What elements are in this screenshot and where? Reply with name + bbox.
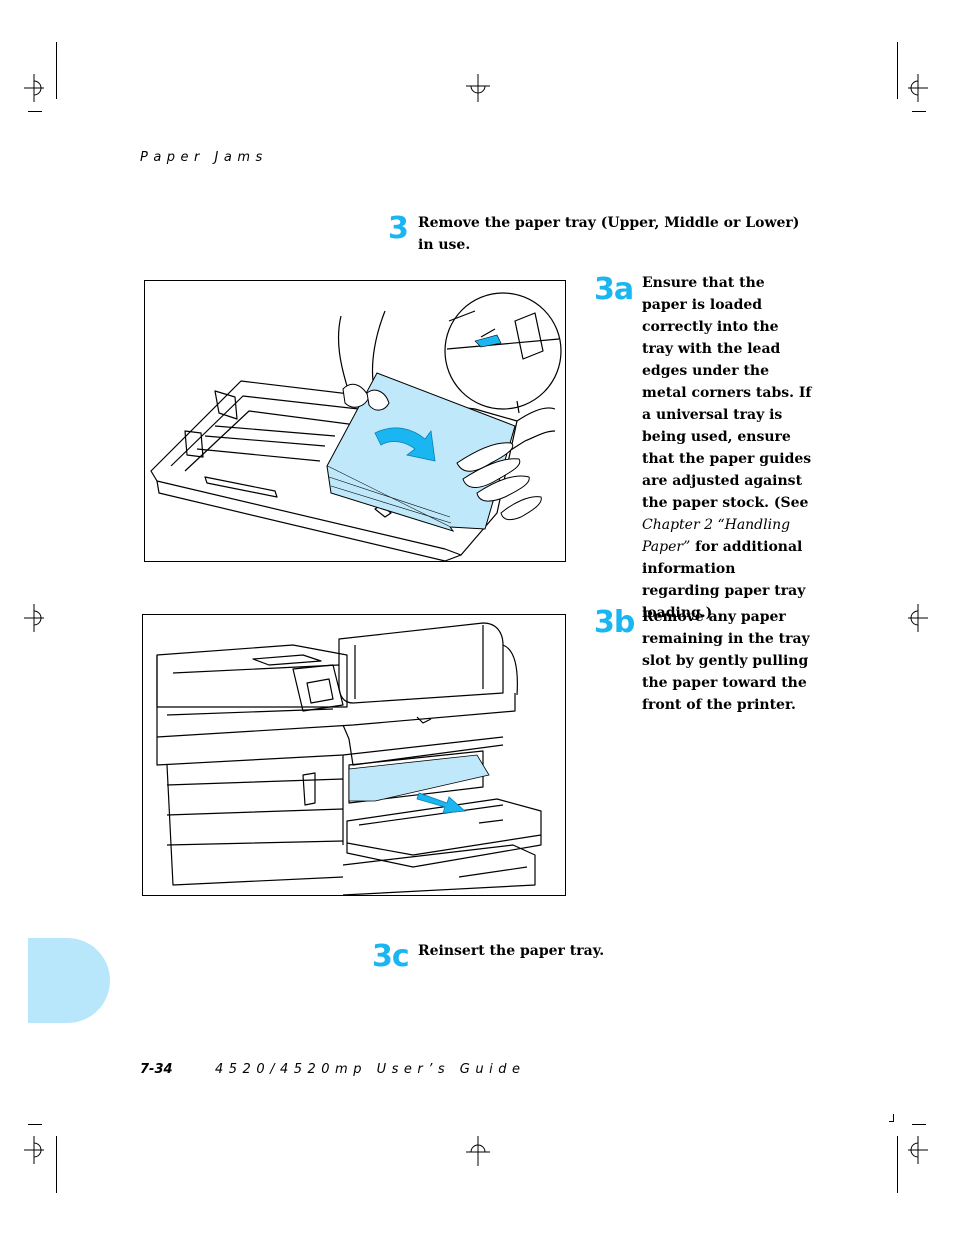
step-number: 3b	[594, 605, 635, 640]
crop-mark	[912, 111, 926, 112]
running-head: Paper Jams	[140, 150, 268, 165]
crop-mark	[897, 42, 898, 99]
chapter-tab	[28, 938, 110, 1023]
step-number: 3a	[594, 272, 634, 307]
registration-mark-icon	[24, 74, 44, 102]
chapter-reference: Chapter 2 “Handling Paper”	[642, 517, 791, 555]
step-number: 3c	[372, 939, 410, 974]
step-text-part: for additional information regarding pap…	[642, 539, 806, 621]
registration-mark-icon	[908, 1136, 928, 1164]
crop-mark	[912, 1124, 926, 1125]
step-text-part: Ensure that the paper is loaded correctl…	[642, 275, 812, 511]
printer-illustration	[142, 614, 566, 896]
crop-mark	[28, 1124, 42, 1125]
registration-mark-icon	[24, 1136, 44, 1164]
registration-mark-icon	[908, 604, 928, 632]
crop-mark	[28, 111, 42, 112]
step-text: Ensure that the paper is loaded correctl…	[642, 272, 814, 624]
guide-title: 4520/4520mp User’s Guide	[215, 1062, 526, 1077]
crop-mark	[893, 1114, 894, 1122]
registration-mark-icon	[908, 74, 928, 102]
crop-mark	[897, 1136, 898, 1193]
crop-mark	[56, 42, 57, 99]
registration-mark-icon	[466, 74, 490, 102]
tray-loading-illustration	[144, 280, 566, 562]
step-text: Remove the paper tray (Upper, Middle or …	[418, 215, 800, 253]
step-text: Reinsert the paper tray.	[418, 943, 605, 959]
step-text: Remove any paper remaining in the tray s…	[642, 609, 810, 713]
crop-mark	[889, 1121, 894, 1122]
registration-mark-icon	[466, 1136, 490, 1166]
crop-mark	[56, 1136, 57, 1193]
page-number: 7-34	[140, 1062, 173, 1077]
step-number: 3	[388, 211, 409, 246]
registration-mark-icon	[24, 604, 44, 632]
